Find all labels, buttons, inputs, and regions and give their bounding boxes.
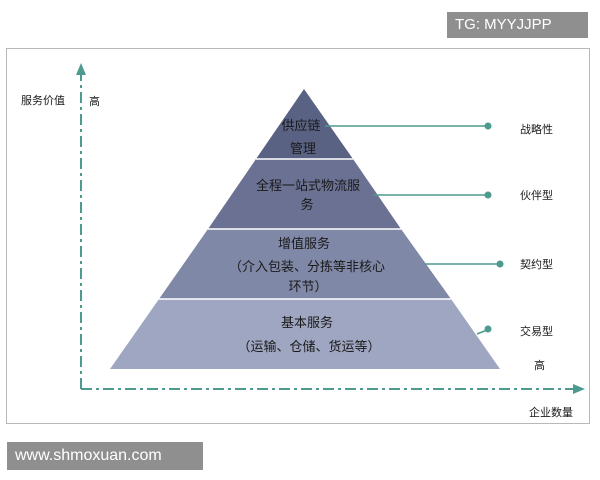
tier-top-shape [256,89,353,159]
connector-dot-top [484,122,492,130]
tier-second-line-1: 全程一站式物流服 [256,178,360,194]
tier-third-shape [159,229,451,299]
connector-dot-third [496,260,504,268]
x-axis-label: 企业数量 [529,405,573,419]
diagram-frame: 服务价值 高 企业数量 高 战略性 伙伴型 契约型 交易型 供应链 管理 全程一… [6,48,590,424]
pyramid-diagram: 服务价值 高 企业数量 高 战略性 伙伴型 契约型 交易型 供应链 管理 全程一… [21,63,585,419]
tier-second-line-2: 务 [300,197,313,213]
y-axis-arrow [76,63,86,75]
tier-base-line-2: （运输、仓储、货运等） [237,339,380,355]
watermark-top: TG: MYYJJPP [447,12,588,38]
relationship-label-base: 交易型 [520,324,553,338]
relationship-label-third: 契约型 [520,257,553,271]
connector-dot-base [484,325,492,333]
connector-dot-second [484,191,492,199]
tier-third-line-2: （介入包装、分拣等非核心 [229,259,385,275]
tier-base-shape [110,299,500,369]
tier-base-line-1: 基本服务 [281,315,333,331]
tier-top-line-1: 供应链 [281,118,320,134]
x-axis-high-label: 高 [534,358,545,372]
tier-third-line-1: 增值服务 [278,236,330,252]
tier-third-line-3: 环节） [288,280,327,295]
tier-top-line-2: 管理 [290,142,316,157]
y-axis-label: 服务价值 [21,94,65,107]
relationship-label-top: 战略性 [520,122,553,136]
x-axis-arrow [573,384,585,394]
watermark-bottom: www.shmoxuan.com [7,442,203,470]
y-axis-high-label: 高 [89,94,100,108]
relationship-label-second: 伙伴型 [520,188,553,202]
tier-second-shape [208,159,401,229]
